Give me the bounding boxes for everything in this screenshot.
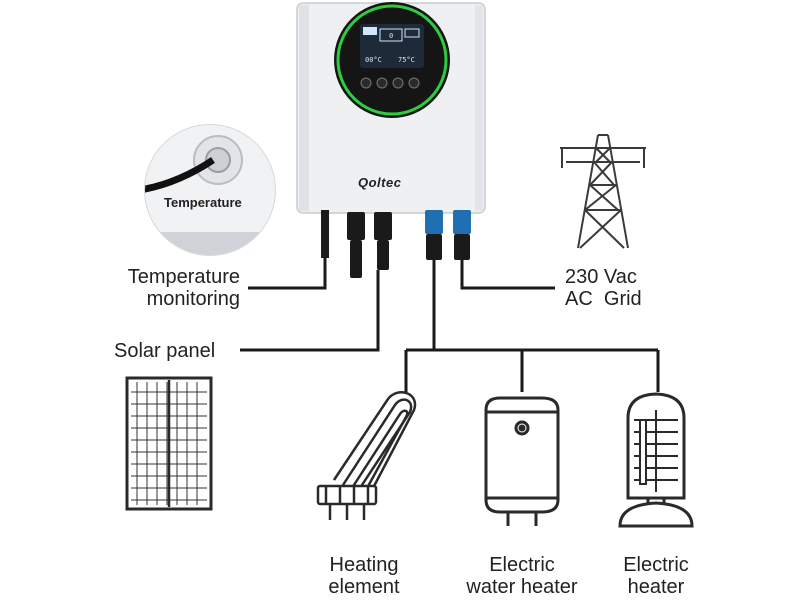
electric-heater-label: Electric heater [623,554,689,598]
heating-element-icon [316,391,417,520]
electric-heater-label-line-1: Electric [623,554,689,576]
grid-line [460,260,555,290]
temperature-label-line-1: Temperature [127,266,240,288]
connectors [321,210,471,278]
wiring-lines [240,258,660,392]
display-value-top: 0 [389,32,393,40]
display-button-1 [360,77,372,89]
temperature-tag: Temperature [164,195,242,210]
brand-logo: Qoltec [358,175,402,190]
water-heater-icon [484,396,560,526]
solar-panel-icon [125,376,213,511]
display-value-right: 75°C [398,56,415,64]
solar-label-text: Solar panel [114,340,216,362]
ac-grid-label: 230 Vac AC Grid [565,266,642,310]
display-button-2 [376,77,388,89]
electric-heater-icon [618,392,694,528]
grid-label-line-1: 230 Vac [565,266,637,288]
display-button-4 [408,77,420,89]
temperature-sensor-inset: Temperature [144,124,276,256]
solar-panel-label: Solar panel [114,340,215,362]
temperature-label-line-2: monitoring [146,288,240,310]
control-display: 0 00°C 75°C [334,2,450,118]
electric-heater-label-line-2: heater [627,576,685,598]
water-heater-label: Electric water heater [466,554,577,598]
temperature-line [248,258,327,290]
thermostat-dial [514,420,530,436]
water-heater-label-line-1: Electric [489,554,555,576]
inverter-unit: 0 00°C 75°C Qoltec [296,2,486,214]
heating-element-label: Heating element [328,554,399,598]
display-value-left: 00°C [365,56,382,64]
temperature-monitoring-label: Temperature monitoring [96,266,240,310]
heating-element-label-line-2: element [328,576,400,598]
grid-label-line-2: AC Grid [565,288,642,310]
power-tower-icon [560,134,646,249]
heating-element-label-line-1: Heating [329,554,399,576]
solar-line [240,270,380,352]
display-button-3 [392,77,404,89]
water-heater-label-line-2: water heater [466,576,578,598]
